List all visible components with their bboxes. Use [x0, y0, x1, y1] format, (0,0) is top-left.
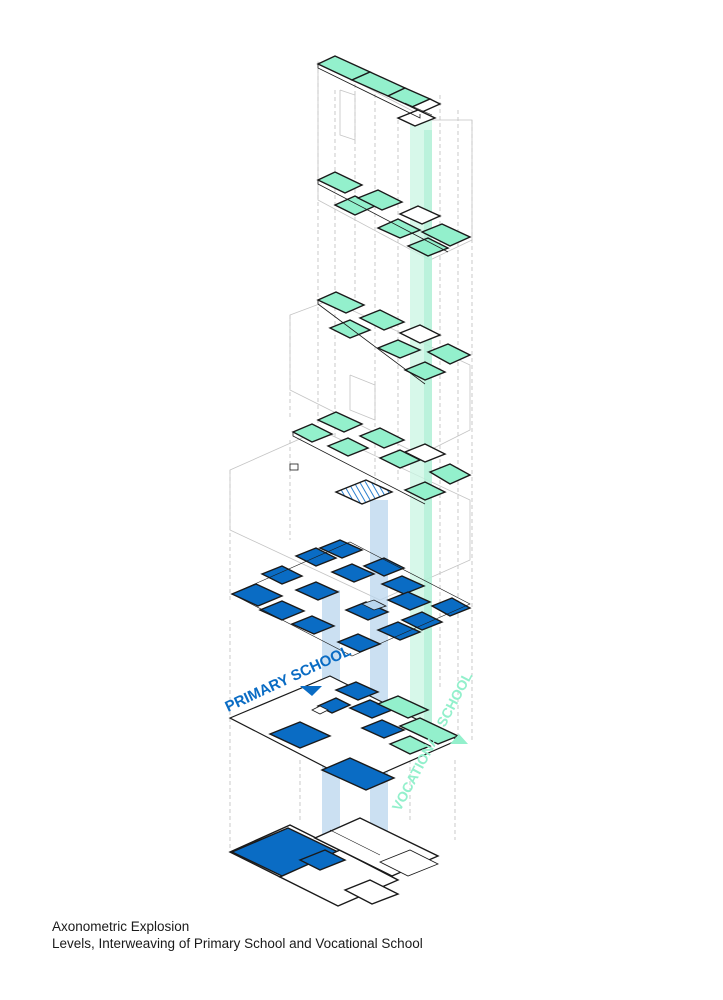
level-1 [228, 675, 460, 791]
level-2 [230, 539, 472, 657]
vocational-arrow-icon [450, 734, 468, 744]
level-3 [289, 411, 472, 505]
vocational-shaft-2 [424, 130, 432, 740]
caption-title: Axonometric Explosion [52, 919, 190, 934]
level-6 [316, 55, 442, 127]
level-ground [228, 817, 440, 907]
level-4 [316, 291, 472, 385]
primary-shaft-right [370, 500, 388, 840]
caption-subtitle: Levels, Interweaving of Primary School a… [52, 936, 423, 951]
primary-stair-hatch [334, 479, 394, 505]
level-5 [316, 171, 472, 257]
primary-arrow-icon [300, 686, 322, 696]
caption: Axonometric Explosion Levels, Interweavi… [52, 918, 423, 952]
